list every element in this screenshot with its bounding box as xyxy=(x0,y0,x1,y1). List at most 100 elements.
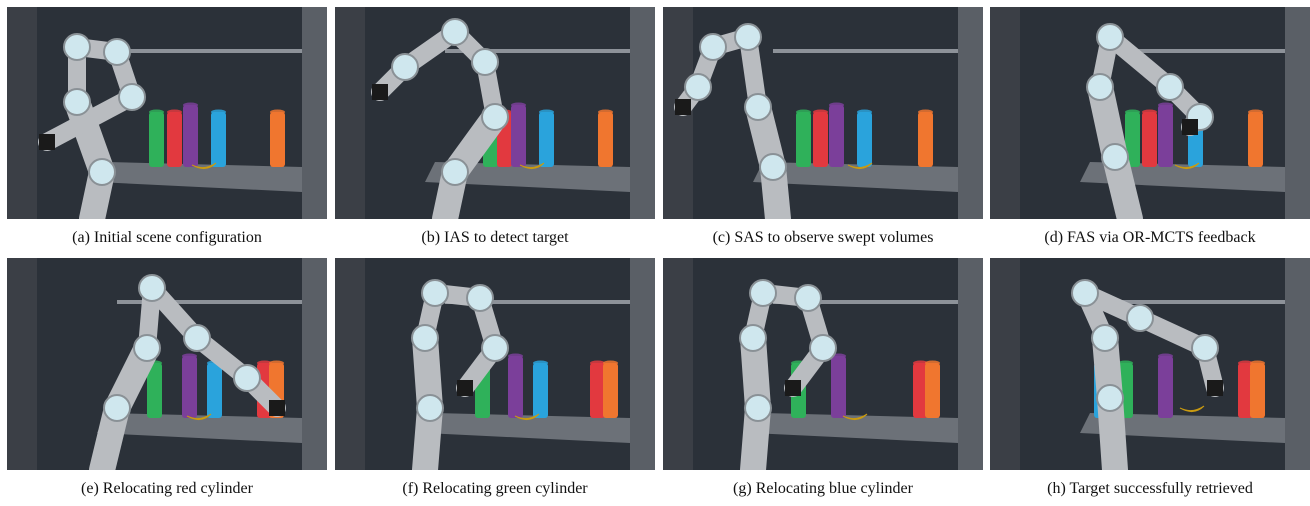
cylinder-purple xyxy=(831,353,846,418)
robot-joint xyxy=(1101,143,1129,171)
cylinder-body xyxy=(511,105,526,167)
cylinder-top xyxy=(211,109,226,115)
cylinder-purple xyxy=(183,102,198,167)
cylinder-purple xyxy=(829,102,844,167)
cylinder-body xyxy=(1158,356,1173,418)
cylinder-body xyxy=(796,112,811,167)
cylinder-purple xyxy=(1158,353,1173,418)
robot-joint xyxy=(749,279,777,307)
cylinder-top xyxy=(183,102,198,108)
caption-c: (c) SAS to observe swept volumes xyxy=(712,229,934,246)
banana-target xyxy=(186,413,212,420)
robot-joint xyxy=(1156,73,1184,101)
cylinder-top xyxy=(1142,109,1157,115)
shelf-side-panel xyxy=(630,7,655,219)
robot-joint xyxy=(809,334,837,362)
banana-target xyxy=(191,162,217,169)
robot-arm xyxy=(371,18,509,219)
shelf-side-panel xyxy=(958,258,983,470)
cylinder-body xyxy=(590,363,605,418)
cylinder-top xyxy=(598,109,613,115)
cylinder-body xyxy=(857,112,872,167)
cylinder-body xyxy=(813,112,828,167)
cylinder-green xyxy=(796,109,811,167)
upper-shelf xyxy=(445,300,630,304)
robot-joint xyxy=(1096,23,1124,51)
robot-scene-image xyxy=(990,258,1310,470)
robot-joint xyxy=(734,23,762,51)
lower-shelf xyxy=(97,162,302,192)
robot-arm xyxy=(89,274,286,470)
cylinder-top xyxy=(167,109,182,115)
robot-gripper xyxy=(1182,119,1198,135)
robot-joint xyxy=(118,83,146,111)
lower-shelf xyxy=(425,162,630,192)
robot-joint xyxy=(1071,279,1099,307)
cylinder-body xyxy=(831,356,846,418)
cylinder-blue xyxy=(211,109,226,167)
cylinder-body xyxy=(1248,112,1263,167)
photo-relocate-blue xyxy=(663,258,983,470)
robot-arm xyxy=(674,23,791,219)
cylinder-top xyxy=(539,109,554,115)
cylinder-body xyxy=(533,363,548,418)
shelf-side-panel xyxy=(302,7,327,219)
cylinder-body xyxy=(207,363,222,418)
robot-joint xyxy=(103,38,131,66)
shelf-side-panel xyxy=(1285,7,1310,219)
caption-b: (b) IAS to detect target xyxy=(421,229,569,246)
shelf-side-panel xyxy=(1285,258,1310,470)
robot-joint xyxy=(103,394,131,422)
cylinder-blue xyxy=(533,360,548,418)
cylinder-orange xyxy=(270,109,285,167)
robot-joint xyxy=(744,93,772,121)
cylinder-top xyxy=(1158,102,1173,108)
robot-scene-image xyxy=(663,258,983,470)
cylinder-orange xyxy=(1250,360,1265,418)
robot-arm xyxy=(1086,23,1214,219)
robot-joint xyxy=(411,324,439,352)
cylinder-body xyxy=(1125,112,1140,167)
caption-f: (f) Relocating green cylinder xyxy=(402,480,588,497)
robot-joint xyxy=(481,103,509,131)
robot-scene-image xyxy=(7,7,327,219)
robot-joint xyxy=(759,153,787,181)
banana-target xyxy=(842,413,868,420)
cylinder-top xyxy=(1250,360,1265,366)
panel-c: (c) SAS to observe swept volumes xyxy=(663,7,983,247)
cylinder-top xyxy=(1125,109,1140,115)
cylinder-orange xyxy=(925,360,940,418)
photo-fas xyxy=(990,7,1310,219)
robot-gripper xyxy=(785,380,801,396)
robot-scene-image xyxy=(335,7,655,219)
cylinder-body xyxy=(829,105,844,167)
cylinder-top xyxy=(182,353,197,359)
cylinder-top xyxy=(857,109,872,115)
caption-d: (d) FAS via OR-MCTS feedback xyxy=(1044,229,1256,246)
lower-shelf xyxy=(753,162,958,192)
upper-shelf xyxy=(773,300,958,304)
robot-joint xyxy=(138,274,166,302)
upper-shelf xyxy=(117,49,302,53)
cylinder-red xyxy=(913,360,928,418)
shelf-side-panel xyxy=(302,258,327,470)
cylinder-red xyxy=(167,109,182,167)
cylinder-body xyxy=(925,363,940,418)
cylinder-body xyxy=(149,112,164,167)
lower-shelf xyxy=(1080,413,1285,443)
cylinder-red xyxy=(1238,360,1253,418)
robot-scene-image xyxy=(7,258,327,470)
robot-joint xyxy=(391,53,419,81)
cylinder-top xyxy=(1118,360,1133,366)
robot-joint xyxy=(441,158,469,186)
caption-g: (g) Relocating blue cylinder xyxy=(733,480,913,497)
cylinder-body xyxy=(182,356,197,418)
cylinder-blue xyxy=(207,360,222,418)
robot-joint xyxy=(88,158,116,186)
photo-initial-scene xyxy=(7,7,327,219)
shelf-side-panel xyxy=(958,7,983,219)
robot-gripper xyxy=(269,400,285,416)
cylinder-top xyxy=(1248,109,1263,115)
robot-joint xyxy=(1191,334,1219,362)
